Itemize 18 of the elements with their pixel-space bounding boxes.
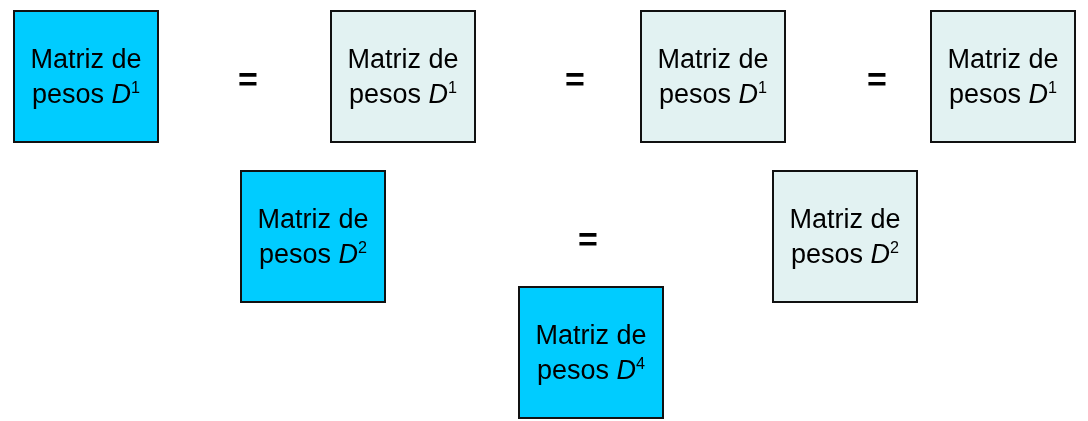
matrix-box bbox=[930, 10, 1076, 143]
box-label: Matriz de pesos D$^{1}$ bbox=[346, 42, 460, 111]
matrix-box bbox=[13, 10, 159, 143]
box-label: Matriz de pesos D$^{1}$ bbox=[656, 42, 770, 111]
equals-sign: = bbox=[238, 62, 258, 96]
matrix-box bbox=[518, 286, 664, 419]
matrix-box bbox=[330, 10, 476, 143]
matrix-box bbox=[240, 170, 386, 303]
equals-sign: = bbox=[867, 62, 887, 96]
matrix-box bbox=[640, 10, 786, 143]
box-label: Matriz de pesos D$^{2}$ bbox=[788, 202, 902, 271]
box-label: Matriz de pesos D$^{4}$ bbox=[534, 318, 648, 387]
matrix-box bbox=[772, 170, 918, 303]
equals-sign: = bbox=[578, 222, 598, 256]
box-label: Matriz de pesos D$^{2}$ bbox=[256, 202, 370, 271]
box-label: Matriz de pesos D$^{1}$ bbox=[29, 42, 143, 111]
box-label: Matriz de pesos D$^{1}$ bbox=[946, 42, 1060, 111]
equals-sign: = bbox=[565, 62, 585, 96]
